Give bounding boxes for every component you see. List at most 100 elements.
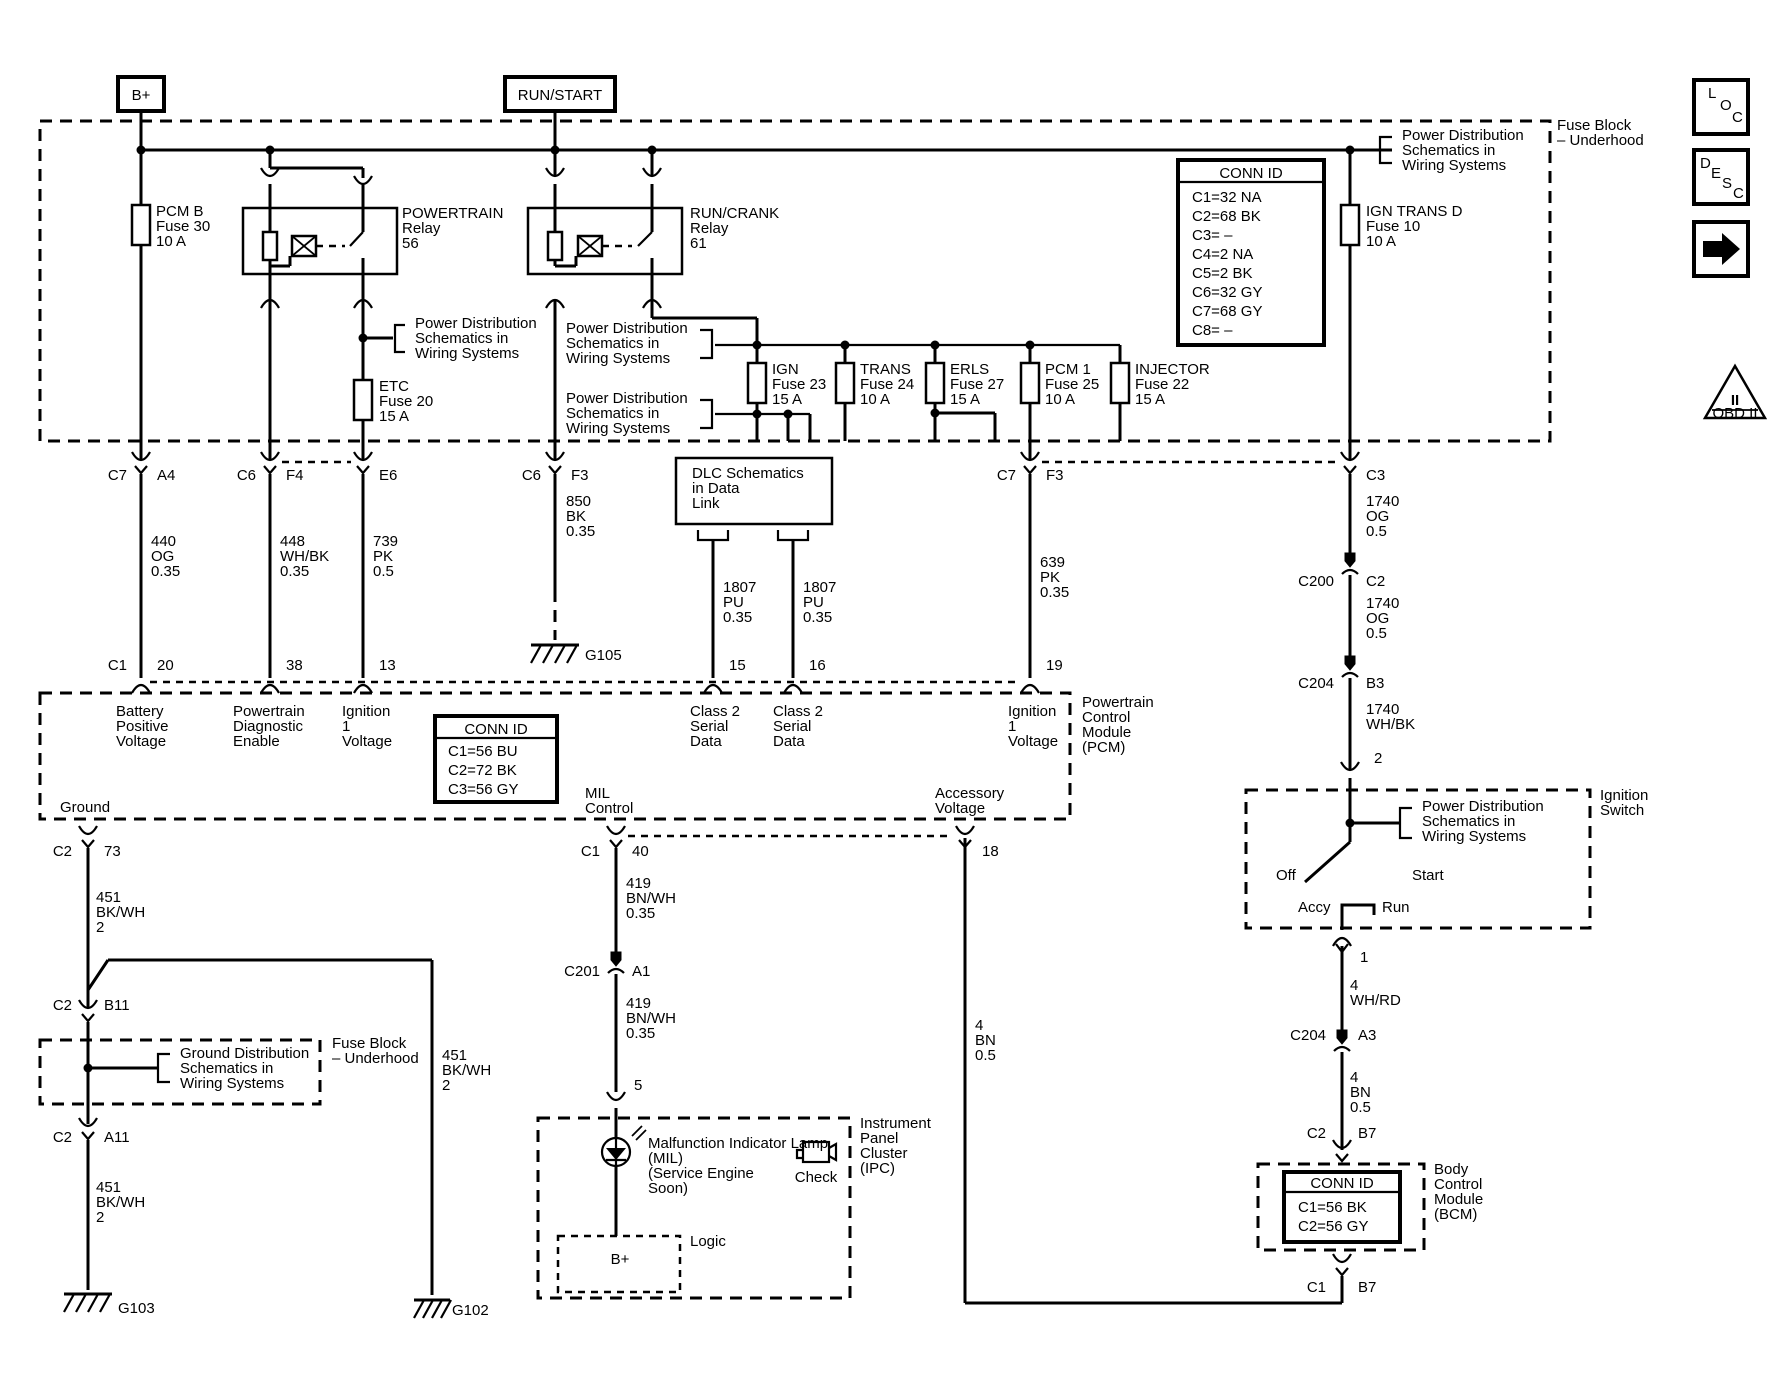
obd-ii-numeral: II [1731, 392, 1739, 409]
connector-pin-label: 5 [634, 1077, 642, 1094]
ground-label: G105 [585, 647, 622, 664]
switch-position-off: Off [1276, 867, 1297, 884]
fuse-rating: 15 A [950, 391, 980, 408]
wire-label: 0.5 [1366, 523, 1387, 540]
connector-label: C2 [53, 1129, 72, 1146]
connector-label: C2 [1307, 1125, 1326, 1142]
relay-name: RUN/CRANK [690, 205, 779, 222]
fuse-trans [834, 361, 856, 405]
connector-terminal [78, 825, 98, 836]
switch-position-run: Run [1382, 899, 1410, 916]
connector-label: C1 [581, 843, 600, 860]
fuse-number: Fuse 10 [1366, 218, 1420, 235]
loc-button[interactable] [1692, 78, 1750, 136]
pcm-pin-number: 13 [379, 657, 396, 674]
fuse-number: Fuse 20 [379, 393, 433, 410]
connector-label: C204 [1290, 1027, 1326, 1044]
connector-pin [81, 1131, 95, 1141]
conn-id-table [1176, 158, 1326, 347]
pcm-pin-label: Ground [60, 799, 110, 816]
connector-pin-label: 73 [104, 843, 121, 860]
connector-pin [1335, 1267, 1349, 1277]
ignition-source-label: RUN/START [518, 87, 602, 104]
connector-pin-label: 1 [1360, 949, 1368, 966]
desc-button[interactable] [1692, 148, 1750, 206]
wire-label: 4 [975, 1017, 983, 1034]
connector-pin-label: B11 [104, 997, 130, 1014]
ground-label: G102 [452, 1302, 489, 1319]
ignition-source-box [503, 75, 617, 113]
wire-label: BK/WH [442, 1062, 491, 1079]
dlc-bracket [776, 530, 810, 542]
loc-button-label: C [1732, 109, 1743, 126]
light-ray-icon [631, 1125, 643, 1137]
connector-terminal [1340, 451, 1360, 462]
ignition-switch-blade [1304, 840, 1351, 884]
relay-kind: Relay [402, 220, 441, 237]
reference-bracket [700, 328, 714, 360]
connector-pin-label: A1 [632, 963, 650, 980]
pcm-pin-number: 15 [729, 657, 746, 674]
wire-label: 1807 [803, 579, 836, 596]
wire-label: PK [1040, 569, 1060, 586]
inline-connector [1336, 1029, 1348, 1045]
inline-connector-cup [1341, 568, 1359, 575]
ipc-bplus-label: B+ [611, 1251, 630, 1268]
connector-terminal [260, 451, 280, 462]
conn-id-row: C2=72 BK [448, 762, 517, 779]
connector-pin-label: 18 [982, 843, 999, 860]
connector-terminal [1332, 1253, 1352, 1264]
fuse-rating: 10 A [156, 233, 186, 250]
connector-pin-label: A3 [1358, 1027, 1376, 1044]
reference-bracket [700, 398, 714, 430]
wire [577, 235, 603, 257]
connector-pin-label: C2 [1366, 573, 1385, 590]
connector-label: C7 [108, 467, 127, 484]
loc-button-label: L [1708, 85, 1716, 102]
connector-pin [81, 839, 95, 849]
connector-label: C204 [1298, 675, 1334, 692]
wire-label: 4 [1350, 1069, 1358, 1086]
wire-label: BK/WH [96, 1194, 145, 1211]
reference-bracket [393, 323, 405, 354]
connector-pin [548, 465, 562, 475]
connector-label: C6 [237, 467, 256, 484]
inline-connector [610, 951, 622, 967]
connector-cup [1332, 936, 1352, 947]
connector-pin-label: F3 [1046, 467, 1064, 484]
wire-label: 0.5 [373, 563, 394, 580]
bcm-border [1256, 1162, 1426, 1252]
connector-cup [1340, 761, 1360, 772]
wire-label: WH/RD [1350, 992, 1401, 1009]
ground-hatch [542, 644, 554, 664]
connector-pin [263, 465, 277, 475]
conn-id-title: CONN ID [1310, 1175, 1374, 1192]
wire-label: 739 [373, 533, 398, 550]
fuse-number: Fuse 27 [950, 376, 1004, 393]
connector-label: C1 [1307, 1279, 1326, 1296]
ipc-border [536, 1116, 852, 1300]
arrow-right-icon[interactable] [1703, 233, 1740, 265]
fuse-number: Fuse 25 [1045, 376, 1099, 393]
connector-pin-label: B7 [1358, 1125, 1376, 1142]
connector-pin-label: 2 [1374, 750, 1382, 767]
wire-label: 0.5 [1350, 1099, 1371, 1116]
connector-cup [642, 167, 662, 178]
pcm-connector-cup [783, 683, 803, 694]
connector-pin-label: A11 [104, 1129, 130, 1146]
conn-id-row: C8= – [1192, 322, 1233, 339]
wire-label: 1740 [1366, 701, 1399, 718]
wire-label: 1740 [1366, 493, 1399, 510]
wire-label: 0.35 [626, 905, 655, 922]
ipc-logic-box [556, 1234, 682, 1294]
connector-terminal [955, 825, 975, 836]
connector-terminal [606, 825, 626, 836]
